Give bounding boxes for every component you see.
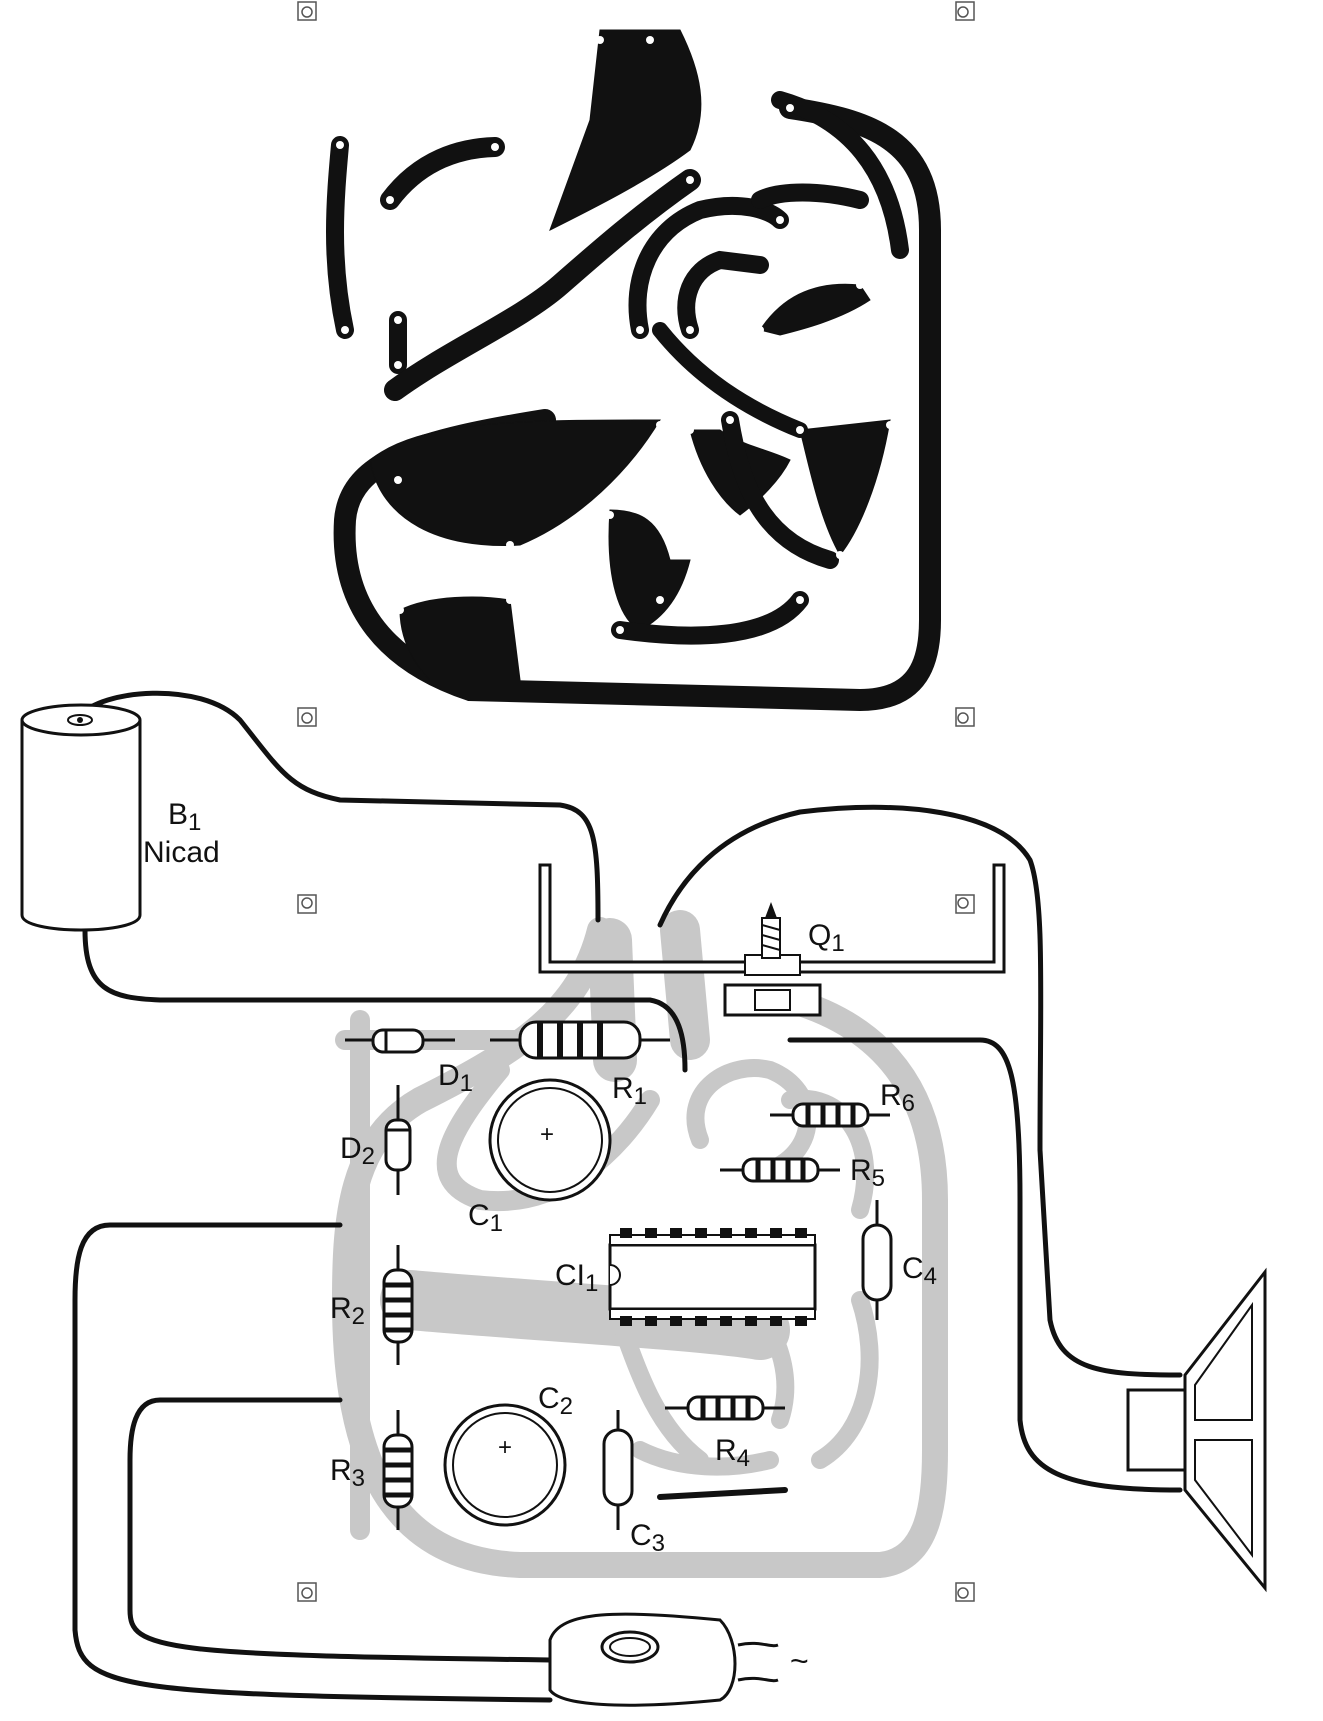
heatsink-bracket — [538, 863, 1006, 974]
reg-mark-2 — [955, 1, 975, 21]
transistor-q1: Q1 — [723, 902, 845, 1017]
c1-polarity: + — [540, 1121, 554, 1148]
wiring — [72, 690, 1183, 1703]
capacitor-c3: C3 — [602, 1410, 665, 1557]
reg-mark-3 — [297, 707, 317, 727]
c3-label: C3 — [630, 1519, 665, 1557]
resistor-r5: R5 — [720, 1154, 885, 1192]
reg-mark-6 — [955, 894, 975, 914]
reg-mark-5 — [297, 894, 317, 914]
ac-plug-wire-2 — [127, 1397, 553, 1663]
capacitor-c1: + C1 — [468, 1078, 612, 1237]
battery-negative-wire — [82, 927, 688, 1073]
c1-label: C1 — [468, 1199, 503, 1237]
battery-positive-wire — [77, 690, 601, 923]
battery-label-name: B1 — [168, 798, 201, 836]
speaker — [1126, 1267, 1267, 1593]
diode-d1: D1 — [345, 1028, 473, 1097]
pcb-pad-holes — [336, 36, 894, 634]
battery-b1: B1 Nicad — [20, 703, 220, 932]
c2-polarity: + — [498, 1434, 512, 1461]
pcb-copper-pattern — [326, 29, 941, 712]
c4-label: C4 — [902, 1252, 937, 1290]
capacitor-c4: C4 — [861, 1200, 937, 1320]
d2-label: D2 — [340, 1132, 375, 1170]
r2-label: R2 — [330, 1292, 365, 1330]
r4-label: R4 — [715, 1434, 750, 1472]
ac-plug: ~ — [548, 1612, 809, 1707]
resistor-r2: R2 — [330, 1245, 414, 1365]
r1-label: R1 — [612, 1072, 647, 1110]
c2-label: C2 — [538, 1382, 573, 1420]
registration-marks — [297, 1, 975, 1602]
resistor-r3: R3 — [330, 1410, 414, 1530]
reg-mark-1 — [297, 1, 317, 21]
ci1-label: CI1 — [555, 1259, 598, 1297]
reg-mark-7 — [297, 1582, 317, 1602]
collector-wire — [657, 804, 1183, 1378]
mains-symbol: ~ — [790, 1643, 809, 1679]
d1-label: D1 — [438, 1059, 473, 1097]
ac-plug-wire-1 — [72, 1222, 553, 1703]
reg-mark-8 — [955, 1582, 975, 1602]
ic-ci1: CI1 — [555, 1228, 817, 1326]
resistor-r1: R1 — [490, 1020, 670, 1110]
resistor-r4: R4 — [665, 1395, 785, 1472]
r6-label: R6 — [880, 1079, 915, 1117]
r3-label: R3 — [330, 1454, 365, 1492]
jumper-wire — [657, 1487, 788, 1500]
q1-label: Q1 — [808, 919, 845, 957]
r5-label: R5 — [850, 1154, 885, 1192]
reg-mark-4 — [955, 707, 975, 727]
speaker-wire — [787, 1037, 1183, 1493]
battery-label-type: Nicad — [143, 836, 220, 869]
component-side-traces — [331, 910, 948, 1578]
capacitor-c2: + C2 — [443, 1382, 573, 1527]
diode-d2: D2 — [340, 1085, 412, 1195]
resistor-r6: R6 — [770, 1079, 915, 1128]
